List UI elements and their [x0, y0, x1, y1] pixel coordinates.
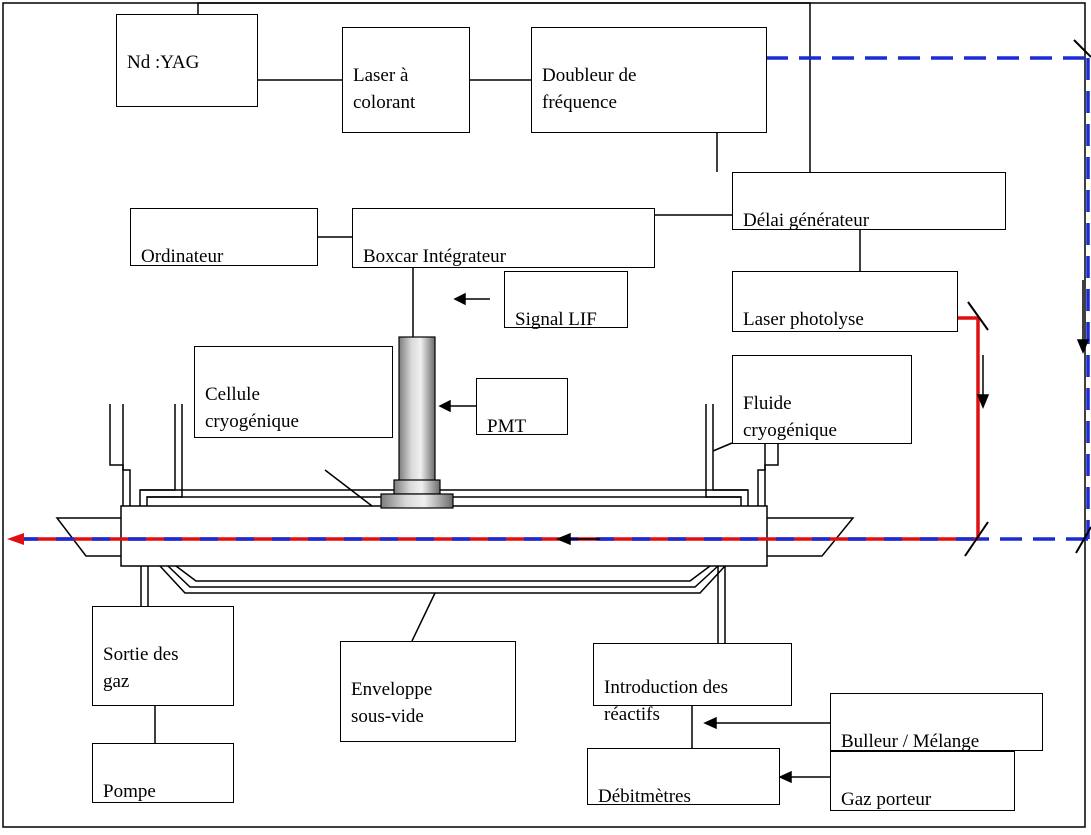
arrow-photolysis-down	[976, 355, 990, 409]
delay-generator-label: Délai générateur	[743, 209, 870, 231]
dye-laser-box: Laser à colorant	[342, 27, 470, 133]
probe-beam	[766, 56, 1090, 541]
cell-body	[120, 505, 768, 567]
delay-generator-box: Délai générateur	[732, 172, 1006, 231]
arrow-pmt	[438, 399, 476, 413]
photolysis-laser-label: Laser photolyse	[743, 308, 864, 330]
arrow-beam-cell	[556, 532, 600, 546]
beam-exit-arrow	[7, 533, 24, 545]
vacuum-envelope-bottom2	[167, 565, 719, 588]
vacuum-envelope-bottom3	[175, 565, 711, 582]
mirror-top-right	[1073, 39, 1091, 58]
jacket-left-mid1	[122, 404, 131, 506]
boxcar-label: Boxcar Intégrateur	[363, 245, 506, 267]
flowmeters-box: Débitmètres	[587, 748, 780, 807]
pmt-label-box: PMT	[476, 378, 568, 437]
reactant-intro-label: Introduction des réactifs	[604, 676, 729, 726]
jacket-left-outer	[109, 404, 124, 506]
flowmeters-label: Débitmètres	[598, 785, 691, 807]
mirror-photolysis-top	[967, 301, 989, 331]
nd-yag-label: Nd :YAG	[127, 51, 200, 73]
mirror-bottom-right	[1075, 526, 1091, 554]
vacuum-envelope-box: Enveloppe sous-vide	[340, 641, 516, 742]
arrow-bubbler	[703, 716, 830, 730]
leader-fluid	[712, 442, 733, 452]
frequency-doubler-label: Doubleur de fréquence	[542, 64, 637, 114]
vacuum-envelope-label: Enveloppe sous-vide	[351, 678, 433, 728]
lif-signal-box: Signal LIF	[504, 271, 628, 330]
computer-box: Ordinateur	[130, 208, 318, 267]
reactant-intro-box: Introduction des réactifs	[593, 643, 792, 725]
pmt-device	[380, 336, 454, 509]
carrier-gas-box: Gaz porteur	[830, 751, 1015, 811]
pmt-label: PMT	[487, 415, 527, 437]
dye-laser-label: Laser à colorant	[353, 64, 416, 114]
photolysis-laser-box: Laser photolyse	[732, 271, 958, 332]
boxcar-box: Boxcar Intégrateur	[352, 208, 655, 268]
pump-label: Pompe	[103, 780, 156, 802]
lif-signal-label: Signal LIF	[515, 308, 597, 330]
leader-cell	[324, 469, 373, 507]
nd-yag-box: Nd :YAG	[116, 14, 258, 107]
vacuum-envelope-bottom1	[159, 565, 726, 594]
pump-box: Pompe	[92, 743, 234, 803]
arrow-probe-down	[1076, 280, 1090, 354]
right-window	[764, 517, 855, 557]
frequency-doubler-box: Doubleur de fréquence	[531, 27, 767, 133]
gas-outlet-box: Sortie des gaz	[92, 606, 234, 706]
computer-label: Ordinateur	[141, 245, 224, 267]
cryo-fluid-label: Fluide cryogénique	[743, 392, 837, 442]
cryo-fluid-box: Fluide cryogénique	[732, 355, 912, 444]
leader-envelope	[411, 592, 436, 642]
cryo-cell-label: Cellule cryogénique	[205, 383, 299, 433]
mirror-photolysis-bottom	[964, 521, 989, 557]
cryo-cell-box: Cellule cryogénique	[194, 346, 393, 438]
carrier-gas-label: Gaz porteur	[841, 788, 932, 810]
trigger-wire-top	[197, 2, 811, 172]
arrow-carrier	[778, 770, 830, 784]
bubbler-label: Bulleur / Mélange	[841, 730, 980, 752]
bubbler-box: Bulleur / Mélange	[830, 693, 1043, 752]
left-window	[55, 517, 124, 557]
photolysis-beam	[958, 316, 980, 539]
gas-outlet-label: Sortie des gaz	[103, 643, 179, 693]
arrow-lif	[453, 292, 490, 306]
